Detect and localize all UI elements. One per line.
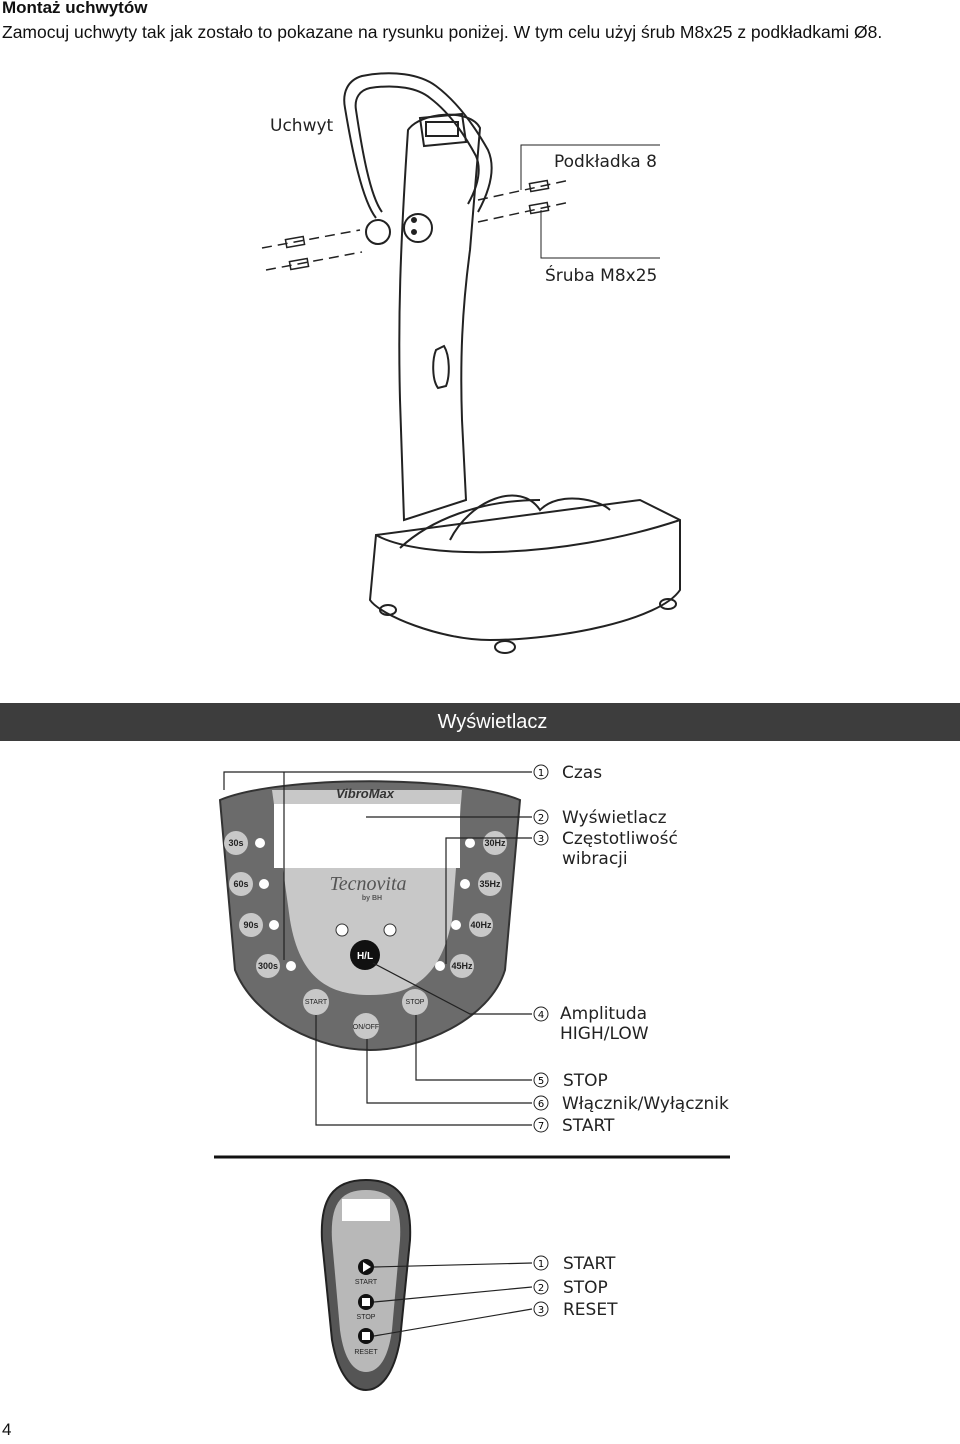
remote-callouts: 1 START 2 STOP 3 RESET	[533, 1254, 618, 1320]
led-40hz	[451, 920, 461, 930]
stop-button[interactable]	[402, 989, 428, 1015]
btn-30hz-label: 30Hz	[484, 838, 506, 848]
handle-label: Uchwyt	[270, 116, 334, 136]
console-callouts: 1 Czas 2 Wyświetlacz 3 Częstotliwość wib…	[533, 763, 729, 1136]
console-logo: Tecnovita	[329, 873, 406, 895]
btn-40hz-label: 40Hz	[470, 920, 492, 930]
callout-6-text: Włącznik/Wyłącznik	[562, 1094, 729, 1114]
onoff-button[interactable]	[353, 1013, 379, 1039]
hl-button[interactable]	[350, 940, 380, 970]
callout-4-text2: HIGH/LOW	[560, 1024, 649, 1044]
callout-1-num: 1	[538, 768, 544, 779]
btn-40hz[interactable]	[469, 913, 493, 937]
remote-leader-lines	[373, 1262, 533, 1337]
washer-label: Podkładka 8	[554, 152, 657, 172]
onoff-button-label: ON/OFF	[353, 1024, 379, 1031]
btn-300s[interactable]	[256, 954, 280, 978]
callout-4-num: 4	[538, 1010, 544, 1021]
btn-30s-label: 30s	[228, 838, 243, 848]
display-section-band: Wyświetlacz	[0, 703, 960, 741]
console-logo-sub: by BH	[362, 895, 382, 902]
led-45hz	[435, 961, 445, 971]
console-brand: VibroMax	[336, 786, 395, 801]
btn-35hz-label: 35Hz	[479, 879, 501, 889]
led-high	[335, 923, 349, 937]
callout-5-num: 5	[538, 1076, 544, 1087]
remote-stop-label: STOP	[357, 1314, 376, 1321]
remote-callout-3-num: 3	[538, 1305, 544, 1316]
remote-reset-label: RESET	[354, 1349, 378, 1356]
start-button-label: START	[305, 999, 328, 1006]
led-low	[383, 923, 397, 937]
console-leader-lines	[223, 771, 532, 1126]
machine-illustration	[343, 72, 681, 654]
btn-45hz-label: 45Hz	[451, 961, 473, 971]
led-30s	[255, 838, 265, 848]
callout-2-text: Wyświetlacz	[562, 808, 667, 828]
btn-35hz[interactable]	[478, 872, 502, 896]
callout-3-text2: wibracji	[562, 849, 628, 869]
led-35hz	[460, 879, 470, 889]
console-panel: VibroMax Tecnovita by BH 30s 60s 90s 300…	[218, 780, 522, 1052]
remote-control: START STOP RESET	[320, 1178, 412, 1392]
btn-300s-label: 300s	[258, 961, 278, 971]
callout-4-text: Amplituda	[560, 1004, 647, 1024]
remote-callout-1-num: 1	[538, 1259, 544, 1270]
btn-90s[interactable]	[239, 913, 263, 937]
led-30hz	[465, 838, 475, 848]
led-60s	[259, 879, 269, 889]
hl-button-label: H/L	[357, 951, 373, 962]
callout-1-text: Czas	[562, 763, 602, 783]
callout-7-num: 7	[538, 1121, 544, 1132]
intro-paragraph: Zamocuj uchwyty tak jak zostało to pokaz…	[2, 22, 883, 42]
callout-6-num: 6	[538, 1099, 544, 1110]
callout-2-num: 2	[538, 813, 544, 824]
btn-45hz[interactable]	[450, 954, 474, 978]
btn-60s-label: 60s	[233, 879, 248, 889]
stop-button-label: STOP	[406, 999, 425, 1006]
btn-90s-label: 90s	[243, 920, 258, 930]
led-90s	[269, 920, 279, 930]
start-button[interactable]	[303, 989, 329, 1015]
callout-3-text: Częstotliwość	[562, 829, 678, 849]
stop-icon	[362, 1298, 370, 1306]
reset-icon	[362, 1332, 370, 1340]
play-icon	[363, 1262, 371, 1272]
callout-7-text: START	[562, 1116, 615, 1136]
display-section-title: Wyświetlacz	[437, 711, 548, 733]
remote-callout-2-text: STOP	[563, 1278, 608, 1298]
remote-callout-1-text: START	[563, 1254, 616, 1274]
page-number: 4	[2, 1420, 12, 1439]
led-300s	[286, 961, 296, 971]
remote-callout-3-text: RESET	[563, 1300, 618, 1320]
btn-30s[interactable]	[224, 831, 248, 855]
callout-5-text: STOP	[563, 1071, 608, 1091]
btn-30hz[interactable]	[483, 831, 507, 855]
callout-3-num: 3	[538, 834, 544, 845]
remote-start-label: START	[355, 1279, 378, 1286]
section-heading: Montaż uchwytów	[2, 0, 148, 17]
remote-callout-2-num: 2	[538, 1283, 544, 1294]
screw-label: Śruba M8x25	[545, 264, 657, 286]
btn-60s[interactable]	[229, 872, 253, 896]
screw-assembly	[261, 144, 660, 271]
